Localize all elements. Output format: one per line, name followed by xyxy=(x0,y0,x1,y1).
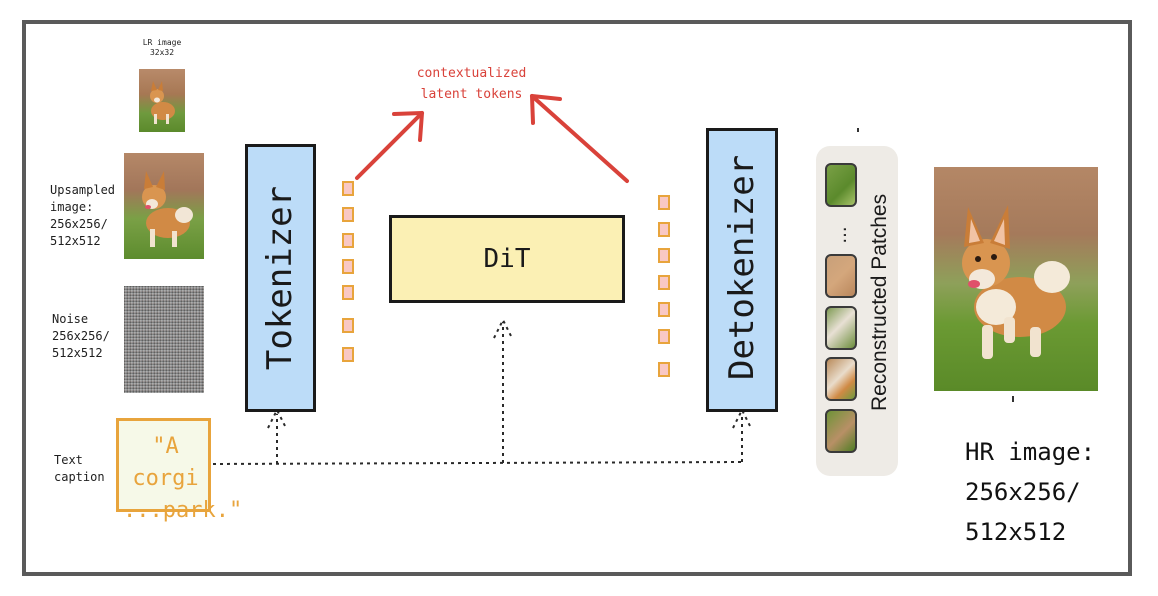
noise-image xyxy=(124,286,204,393)
dotted-arrows xyxy=(212,317,752,465)
latent-token xyxy=(342,233,354,248)
caption-box: "A corgi ...park." xyxy=(116,418,242,523)
patch-thumbnail xyxy=(825,409,857,453)
patches-ellipsis: ... xyxy=(830,226,851,244)
corgi-photo-icon xyxy=(962,205,1070,359)
upsampled-image xyxy=(124,153,204,259)
latent-token xyxy=(342,285,354,300)
text-caption-label: Text caption xyxy=(54,453,105,484)
upsampled-label: Upsampled image: 256x256/ 512x512 xyxy=(50,183,116,248)
dit-label: DiT xyxy=(483,244,531,274)
latent-token xyxy=(658,362,670,377)
lr-image xyxy=(139,69,185,132)
latent-token xyxy=(342,347,354,362)
hr-image-label: HR image: 256x256/ 512x512 xyxy=(965,438,1096,546)
hr-image xyxy=(934,167,1098,391)
patch-thumbnail xyxy=(825,254,857,298)
corgi-photo-icon xyxy=(150,81,175,124)
latent-token xyxy=(342,318,354,333)
latent-token xyxy=(342,259,354,274)
arrow-red-left xyxy=(355,111,424,180)
reconstructed-patches-label: Reconstructed Patches xyxy=(868,193,891,411)
detokenizer-block xyxy=(706,128,778,412)
latent-token xyxy=(658,302,670,317)
corgi-photo-icon xyxy=(142,171,193,247)
latent-token xyxy=(658,195,670,210)
detokenizer-label: Detokenizer xyxy=(722,154,762,380)
tokenizer-block xyxy=(245,144,316,412)
noise-label: Noise 256x256/ 512x512 xyxy=(52,312,110,360)
latent-token xyxy=(342,207,354,222)
patch-thumbnail xyxy=(825,306,857,350)
latent-token xyxy=(658,329,670,344)
contextualized-annotation: contextualized latent tokens xyxy=(416,66,527,102)
latent-token xyxy=(658,275,670,290)
latent-token xyxy=(658,222,670,237)
caption-text: "A corgi ...park." xyxy=(123,434,243,523)
latent-token xyxy=(658,248,670,263)
tokenizer-label: Tokenizer xyxy=(260,185,300,371)
arrow-red-right xyxy=(530,94,629,183)
latent-token xyxy=(342,181,354,196)
patch-thumbnail xyxy=(825,163,857,207)
dit-block: DiT xyxy=(389,215,625,303)
lr-image-label: LR image 32x32 xyxy=(142,38,182,57)
patch-thumbnail xyxy=(825,357,857,401)
